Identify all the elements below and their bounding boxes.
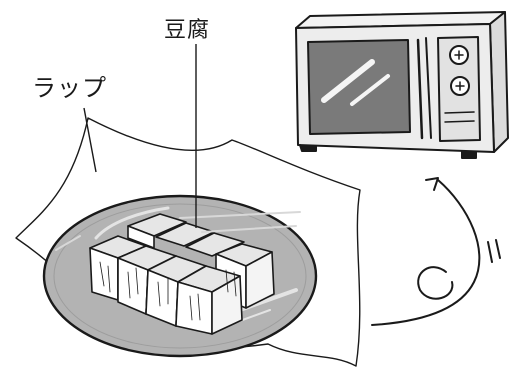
microwave-icon <box>296 12 508 158</box>
curved-arrow-icon <box>372 178 500 325</box>
wrap-leader-line <box>84 108 96 172</box>
plastic-wrap-label: ラップ <box>32 68 107 103</box>
tofu-label: 豆腐 <box>164 12 210 44</box>
